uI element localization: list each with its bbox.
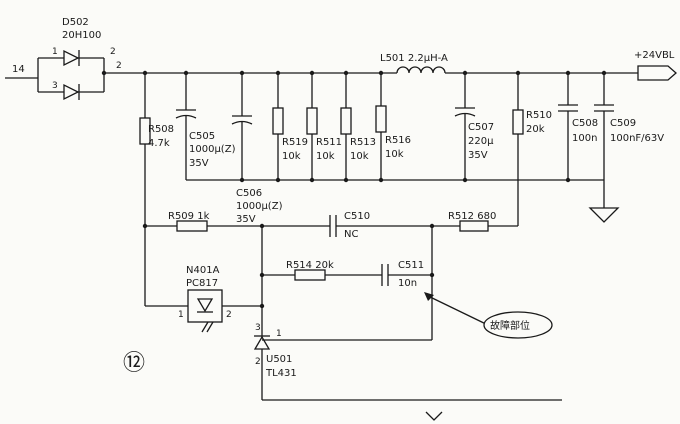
fault-callout: 故障部位 bbox=[424, 292, 553, 339]
u501-pin2: 2 bbox=[255, 357, 261, 367]
c505-label: C505 bbox=[189, 131, 215, 142]
capacitor-c508: C508 100n bbox=[558, 73, 598, 180]
r510-value: 20k bbox=[526, 124, 545, 135]
output-terminal: +24VBL bbox=[634, 50, 677, 81]
d502-part-label: 20H100 bbox=[62, 30, 101, 41]
d502-pin3: 3 bbox=[52, 81, 58, 91]
capacitor-c511: C511 10n bbox=[381, 260, 435, 289]
c510-label: C510 bbox=[344, 211, 370, 222]
inductor-l501: L501 2.2μH-A bbox=[380, 53, 448, 74]
figure-number: ⑫ bbox=[123, 351, 145, 376]
u501-part: TL431 bbox=[265, 368, 297, 379]
regulator-u501: 3 2 1 U501 TL431 bbox=[253, 323, 432, 379]
n401a-pin1: 1 bbox=[178, 310, 184, 320]
u501-pin1: 1 bbox=[276, 329, 282, 339]
r513-value: 10k bbox=[350, 151, 369, 162]
c511-value: 10n bbox=[398, 278, 417, 289]
c506-label: C506 bbox=[236, 188, 262, 199]
c509-label: C509 bbox=[610, 118, 636, 129]
output-voltage-label: +24VBL bbox=[634, 50, 675, 61]
r514-label: R514 20k bbox=[286, 260, 334, 271]
d502-label: D502 bbox=[62, 17, 89, 28]
resistor-r508: R508 4.7k bbox=[139, 73, 174, 306]
node-2-label: 2 bbox=[116, 61, 122, 71]
c507-label: C507 bbox=[468, 122, 494, 133]
c511-label: C511 bbox=[398, 260, 424, 271]
resistor-r514: R514 20k bbox=[259, 260, 382, 281]
u501-label: U501 bbox=[266, 354, 292, 365]
r508-value: 4.7k bbox=[148, 138, 170, 149]
r519-label: R519 bbox=[282, 137, 308, 148]
r516-label: R516 bbox=[385, 135, 411, 146]
u501-pin3: 3 bbox=[255, 323, 261, 333]
r513-label: R513 bbox=[350, 137, 376, 148]
d502-pin1: 1 bbox=[52, 47, 58, 57]
resistor-r512: R512 680 bbox=[448, 211, 496, 232]
capacitor-c506: C506 1000μ(Z) 35V bbox=[231, 73, 283, 225]
c508-value: 100n bbox=[572, 133, 597, 144]
r511-label: R511 bbox=[316, 137, 342, 148]
c507-voltage: 35V bbox=[468, 150, 488, 161]
resistor-r519: R519 10k bbox=[272, 73, 308, 180]
capacitor-c505: C505 1000μ(Z) 35V bbox=[175, 73, 236, 180]
resistor-r510: R510 20k bbox=[512, 73, 552, 226]
c508-label: C508 bbox=[572, 118, 598, 129]
input-stage: D502 20H100 1 3 2 14 2 bbox=[5, 17, 145, 101]
c509-value: 100nF/63V bbox=[610, 133, 664, 144]
c506-value: 1000μ(Z) bbox=[236, 201, 283, 212]
l501-label: L501 2.2μH-A bbox=[380, 53, 448, 64]
r519-value: 10k bbox=[282, 151, 301, 162]
d502-pin2: 2 bbox=[110, 47, 116, 57]
c510-value: NC bbox=[344, 229, 358, 240]
c505-voltage: 35V bbox=[189, 158, 209, 169]
c505-value: 1000μ(Z) bbox=[189, 144, 236, 155]
chevron-down-icon bbox=[425, 411, 443, 421]
r512-label: R512 680 bbox=[448, 211, 496, 222]
node-14-label: 14 bbox=[12, 64, 25, 75]
optocoupler-n401a: N401A PC817 1 2 bbox=[145, 265, 265, 333]
r509-label: R509 1k bbox=[168, 211, 210, 222]
resistor-r516: R516 10k bbox=[375, 73, 411, 180]
resistor-r511: R511 10k bbox=[306, 73, 342, 180]
top-rail bbox=[142, 70, 638, 76]
r516-value: 10k bbox=[385, 149, 404, 160]
n401a-pin2: 2 bbox=[226, 310, 232, 320]
n401a-part: PC817 bbox=[186, 278, 218, 289]
capacitor-c509: C509 100nF/63V bbox=[594, 73, 664, 180]
resistor-r509: R509 1k bbox=[145, 211, 330, 232]
n401a-label: N401A bbox=[186, 265, 220, 276]
r511-value: 10k bbox=[316, 151, 335, 162]
fault-label: 故障部位 bbox=[490, 319, 530, 332]
r508-label: R508 bbox=[148, 124, 174, 135]
ground-rail bbox=[186, 177, 620, 223]
diode-d502-lower bbox=[63, 83, 80, 101]
capacitor-c507: C507 220μ 35V bbox=[454, 73, 494, 180]
c506-voltage: 35V bbox=[236, 214, 256, 225]
r510-label: R510 bbox=[526, 110, 552, 121]
c507-value: 220μ bbox=[468, 136, 494, 147]
diode-d502-upper bbox=[63, 49, 80, 67]
resistor-r513: R513 10k bbox=[340, 73, 376, 180]
